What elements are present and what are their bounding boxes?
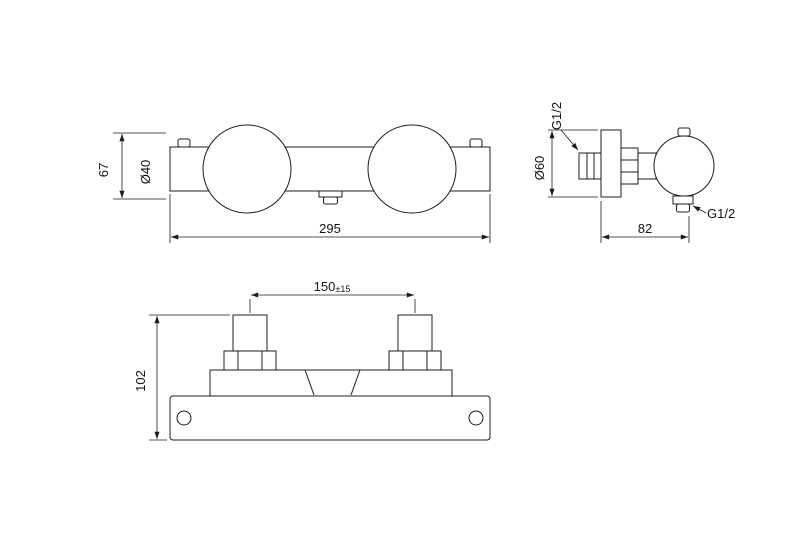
left-inlet-union (232, 314, 268, 352)
dim-plan-height: 102 (133, 314, 230, 441)
wall-inlet-stub (578, 152, 602, 180)
plan-view: 150±15 102 (133, 279, 491, 441)
outlet-connector-side (676, 203, 690, 213)
side-view: G1/2 Ø60 82 G1/2 (532, 102, 735, 243)
dim-front-height: 67 (96, 132, 166, 200)
right-inlet-union (397, 314, 433, 352)
bar-diameter-label: Ø40 (138, 160, 153, 185)
wall-escutcheon (600, 129, 622, 198)
dim-inlet-centers: 150±15 (249, 279, 416, 313)
valve-end-cap (653, 135, 715, 197)
front-view: 67 Ø40 295 (96, 124, 491, 243)
inlet-thread-label: G1/2 (549, 102, 564, 130)
inlet-centers-label: 150±15 (314, 279, 351, 294)
left-inlet-nut (223, 350, 277, 371)
left-top-button (177, 138, 191, 148)
dim-side-depth: 82 (600, 201, 690, 243)
leader-line (692, 205, 707, 214)
left-button-top (176, 410, 192, 426)
dim-escutcheon-diameter: Ø60 (532, 129, 598, 198)
side-depth-label: 82 (638, 221, 652, 236)
valve-body-top (209, 369, 453, 397)
right-control-knob (367, 124, 457, 214)
front-height-label: 67 (96, 163, 111, 177)
escutcheon-diameter-label: Ø60 (532, 156, 547, 181)
outlet-thread-label: G1/2 (707, 206, 735, 221)
plan-height-label: 102 (133, 370, 148, 392)
right-top-button (469, 138, 483, 148)
callout-outlet-thread: G1/2 (692, 205, 735, 221)
right-button-top (468, 410, 484, 426)
outlet-housing-edge (304, 369, 315, 396)
outlet-connector (323, 196, 338, 205)
front-width-label: 295 (319, 221, 341, 236)
leader-line (560, 129, 579, 151)
hex-adapter (620, 147, 639, 185)
outlet-flange-side (672, 195, 694, 205)
outlet-flange (318, 190, 343, 198)
dim-front-width: 295 (169, 194, 491, 243)
outlet-housing-edge (350, 369, 361, 396)
callout-inlet-thread: G1/2 (549, 102, 579, 151)
left-control-knob (202, 124, 292, 214)
mixer-bar-top (169, 395, 491, 441)
right-inlet-nut (388, 350, 442, 371)
adapter-collar (637, 152, 657, 180)
top-button-side (677, 127, 691, 137)
